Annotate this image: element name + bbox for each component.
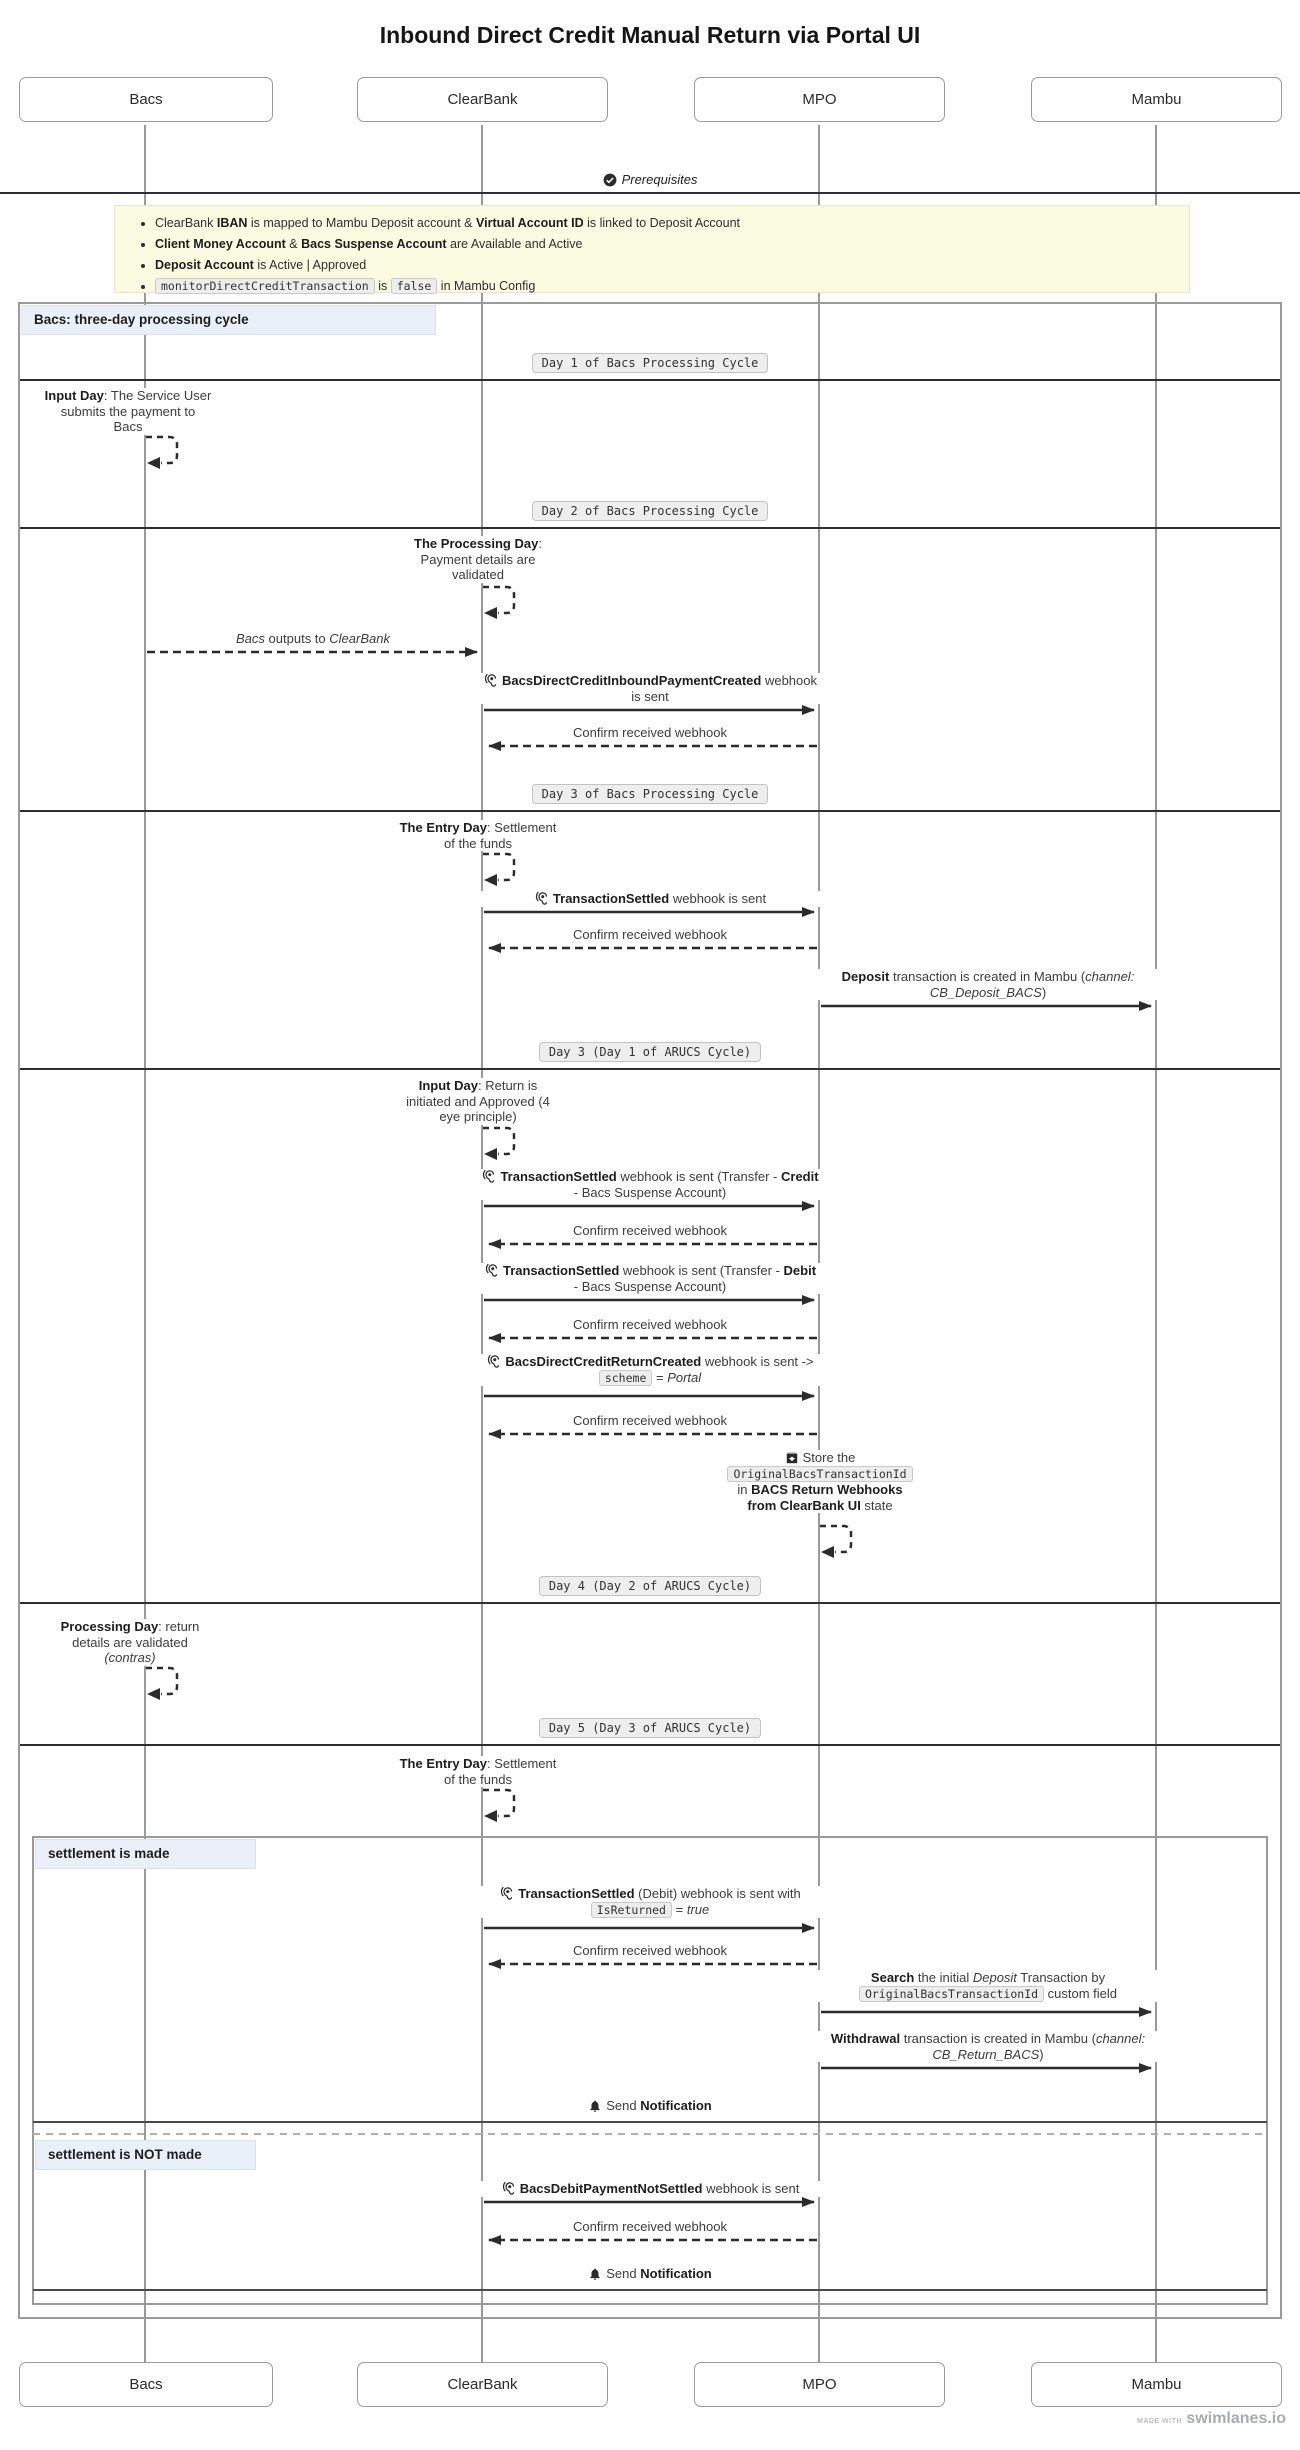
divider-label: Day 3 of Bacs Processing Cycle <box>531 784 769 804</box>
message-ts-isreturned: TransactionSettled (Debit) webhook is se… <box>415 1886 885 1918</box>
divider-day3: Day 3 of Bacs Processing Cycle <box>500 784 800 804</box>
message-confirm-webhook: Confirm received webhook <box>500 725 800 741</box>
divider-label: Day 2 of Bacs Processing Cycle <box>531 501 769 521</box>
webhook-ear-icon <box>484 673 497 687</box>
divider-label: Day 1 of Bacs Processing Cycle <box>531 353 769 373</box>
note-bullet: monitorDirectCreditTransaction is false … <box>155 276 1189 297</box>
divider-label: Day 4 (Day 2 of ARUCS Cycle) <box>538 1576 762 1596</box>
message-bacs-outputs: Bacs outputs to ClearBank <box>183 631 443 647</box>
message-confirm-webhook: Confirm received webhook <box>500 927 800 943</box>
message-confirm-webhook: Confirm received webhook <box>500 1943 800 1959</box>
message-send-notification-1: Send Notification <box>540 2098 760 2114</box>
group-label-alt-if: settlement is made <box>35 1839 256 1869</box>
check-circle-icon <box>603 173 616 187</box>
lane-clearbank-top: ClearBank <box>357 77 608 122</box>
notification-bell-icon <box>590 2268 600 2280</box>
save-archive-icon <box>786 1452 797 1464</box>
solid-arrows <box>484 705 1152 2207</box>
made-with-label: MADE WITH <box>1137 2418 1182 2425</box>
notification-bell-icon <box>590 2100 600 2112</box>
dashed-arrows <box>147 647 817 2245</box>
message-return-created: BacsDirectCreditReturnCreated webhook is… <box>440 1354 860 1386</box>
swimlanes-footer[interactable]: MADE WITH swimlanes.io <box>1137 2410 1286 2428</box>
message-send-notification-2: Send Notification <box>540 2266 760 2282</box>
lane-mambu-bottom: Mambu <box>1031 2362 1282 2407</box>
group-label-outer: Bacs: three-day processing cycle <box>21 305 436 335</box>
webhook-ear-icon <box>535 891 548 905</box>
lane-clearbank-bottom: ClearBank <box>357 2362 608 2407</box>
lifelines <box>144 125 1157 2362</box>
divider-day1: Day 1 of Bacs Processing Cycle <box>500 353 800 373</box>
message-confirm-webhook: Confirm received webhook <box>500 1413 800 1429</box>
message-inbound-payment-created: BacsDirectCreditInboundPaymentCreated we… <box>430 673 870 704</box>
message-confirm-webhook: Confirm received webhook <box>500 2219 800 2235</box>
webhook-ear-icon <box>488 1354 500 1368</box>
page-title: Inbound Direct Credit Manual Return via … <box>379 22 921 48</box>
lane-mpo-bottom: MPO <box>694 2362 945 2407</box>
message-deposit-created: Deposit transaction is created in Mambu … <box>753 969 1223 1000</box>
message-ts-debit-suspense: TransactionSettled webhook is sent (Tran… <box>420 1263 880 1294</box>
self-loop-arrowheads <box>147 457 834 1822</box>
divider-label: Day 5 (Day 3 of ARUCS Cycle) <box>538 1718 762 1738</box>
message-confirm-webhook: Confirm received webhook <box>500 1223 800 1239</box>
message-transaction-settled: TransactionSettled webhook is sent <box>430 891 870 907</box>
lane-mpo-top: MPO <box>694 77 945 122</box>
note-bullet: ClearBank IBAN is mapped to Mambu Deposi… <box>155 213 1189 234</box>
note-bullet: Deposit Account is Active | Approved <box>155 255 1189 276</box>
group-alt-border <box>32 1836 1268 2305</box>
lane-bacs-bottom: Bacs <box>19 2362 273 2407</box>
webhook-ear-icon <box>502 2181 514 2195</box>
divider-day2: Day 2 of Bacs Processing Cycle <box>500 501 800 521</box>
webhook-ear-icon <box>485 1263 498 1277</box>
swimlanes-brand[interactable]: swimlanes.io <box>1186 2410 1286 2427</box>
divider-label: Day 3 (Day 1 of ARUCS Cycle) <box>538 1042 762 1062</box>
message-debit-not-settled: BacsDebitPaymentNotSettled webhook is se… <box>440 2181 860 2197</box>
message-ts-credit-suspense: TransactionSettled webhook is sent (Tran… <box>420 1169 880 1200</box>
lane-bacs-top: Bacs <box>19 77 273 122</box>
message-search-deposit: Search the initial Deposit Transaction b… <box>768 1970 1208 2002</box>
group-outer-border <box>18 302 1282 2319</box>
lane-mambu-top: Mambu <box>1031 77 1282 122</box>
divider-day4-arucs2: Day 4 (Day 2 of ARUCS Cycle) <box>500 1576 800 1596</box>
prerequisites-divider: Prerequisites <box>550 172 750 187</box>
webhook-ear-icon <box>483 1169 495 1183</box>
note-bullet: Client Money Account & Bacs Suspense Acc… <box>155 234 1189 255</box>
day-divider-lines <box>20 379 1280 1746</box>
divider-day5-arucs3: Day 5 (Day 3 of ARUCS Cycle) <box>500 1718 800 1738</box>
webhook-ear-icon <box>501 1886 513 1900</box>
group-label-alt-else: settlement is NOT made <box>35 2140 256 2170</box>
message-confirm-webhook: Confirm received webhook <box>500 1317 800 1333</box>
message-withdrawal-created: Withdrawal transaction is created in Mam… <box>753 2031 1223 2062</box>
prerequisites-note: ClearBank IBAN is mapped to Mambu Deposi… <box>114 205 1190 294</box>
self-loops <box>146 435 853 1818</box>
divider-day3-arucs1: Day 3 (Day 1 of ARUCS Cycle) <box>500 1042 800 1062</box>
